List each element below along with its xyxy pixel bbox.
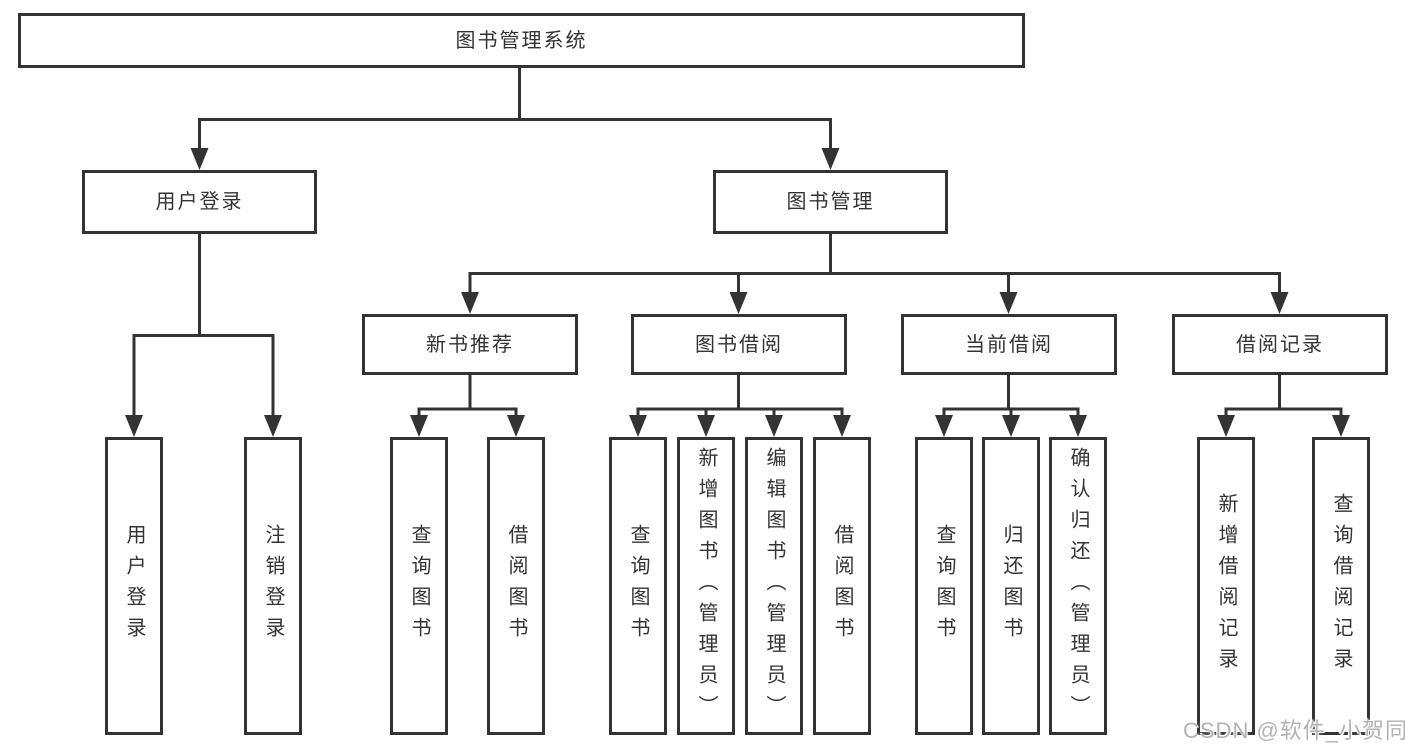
node-label: 查询图书 [933, 524, 955, 648]
node-label: 归还图书 [1000, 524, 1022, 648]
leaf-query-borrow-record: 查询借阅记录 [1312, 437, 1370, 735]
node-borrowing-records: 借阅记录 [1172, 314, 1388, 375]
node-book-management-branch: 图书管理 [713, 170, 948, 234]
node-label: 用户登录 [155, 191, 244, 213]
node-label: 借阅记录 [1236, 333, 1324, 356]
node-label: 查询图书 [627, 524, 649, 648]
csdn-watermark: CSDN @软件_小贺同学 [1183, 718, 1405, 743]
leaf-query-books-recommend: 查询图书 [390, 437, 448, 735]
leaf-user-login: 用户登录 [105, 437, 163, 735]
node-user-login-branch: 用户登录 [82, 170, 317, 234]
node-label: 查询借阅记录 [1330, 493, 1352, 679]
leaf-add-borrow-record: 新增借阅记录 [1197, 437, 1255, 735]
node-label: 注销登录 [262, 524, 284, 648]
node-new-book-recommendation: 新书推荐 [362, 314, 578, 375]
node-label: 确认归还（管理员） [1067, 446, 1089, 726]
node-label: 图书借阅 [695, 333, 783, 356]
node-label: 用户登录 [123, 524, 145, 648]
leaf-add-book-admin: 新增图书（管理员） [677, 437, 735, 735]
node-label: 当前借阅 [965, 333, 1053, 356]
node-label: 图书管理 [786, 191, 875, 213]
node-label: 借阅图书 [831, 524, 853, 648]
leaf-confirm-return-admin: 确认归还（管理员） [1049, 437, 1107, 735]
node-library-management-system: 图书管理系统 [18, 13, 1025, 68]
node-label: 查询图书 [408, 524, 430, 648]
node-current-borrowing: 当前借阅 [901, 314, 1117, 375]
leaf-query-books-borrow: 查询图书 [609, 437, 667, 735]
node-label: 新增图书（管理员） [695, 446, 717, 726]
node-label: 借阅图书 [505, 524, 527, 648]
arrowheads [125, 148, 1350, 437]
leaf-borrow-books: 借阅图书 [813, 437, 871, 735]
leaf-query-books-current: 查询图书 [915, 437, 973, 735]
node-book-borrowing: 图书借阅 [631, 314, 847, 375]
leaf-borrow-books-recommend: 借阅图书 [487, 437, 545, 735]
node-label: 新增借阅记录 [1215, 493, 1237, 679]
leaf-logout: 注销登录 [244, 437, 302, 735]
leaf-edit-book-admin: 编辑图书（管理员） [745, 437, 803, 735]
node-label: 图书管理系统 [455, 29, 588, 52]
node-label: 新书推荐 [426, 333, 514, 356]
node-label: 编辑图书（管理员） [763, 446, 785, 726]
leaf-return-book: 归还图书 [982, 437, 1040, 735]
